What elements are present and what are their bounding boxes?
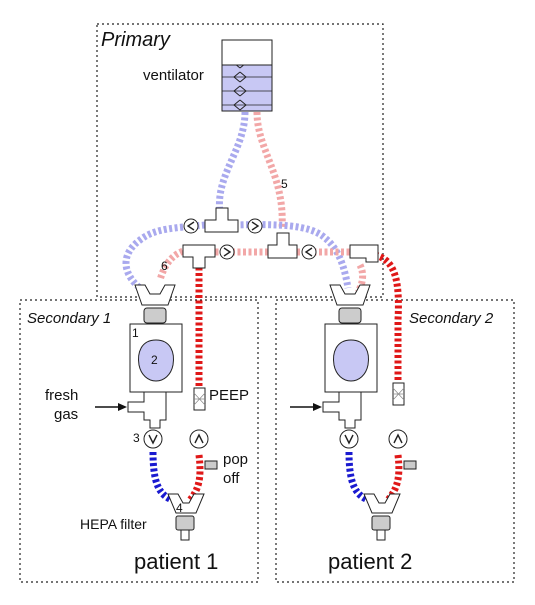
sec2-inspiratory-tube-lower [385, 454, 403, 503]
callout-1: 1 [132, 326, 139, 340]
check-valve-lower-right [301, 244, 317, 260]
upper-t-connector [204, 207, 239, 233]
center-t-connector [267, 232, 298, 259]
sec1-inspiratory-tube-lower [187, 454, 204, 503]
check-valve-upper-right [247, 218, 263, 234]
secondary-1-label: Secondary 1 [27, 310, 111, 327]
sec2-inspiratory-tube [373, 251, 402, 380]
secondary-2-components [290, 323, 417, 541]
pop-off-line-2: off [223, 470, 240, 487]
sec1-expiratory-valve [143, 429, 163, 449]
secondary-y-pieces [134, 284, 371, 324]
fresh-gas-line-2: gas [54, 406, 78, 423]
pop-off-line-1: pop [223, 451, 248, 468]
sec2-bag-connector [338, 307, 362, 324]
sec2-hepa-filter [371, 515, 391, 531]
patient-1-label: patient 1 [134, 549, 218, 574]
sec1-bag-connector [143, 307, 167, 324]
primary-tubing [122, 111, 367, 294]
hepa-filter-label: HEPA filter [80, 516, 147, 532]
peep-label: PEEP [209, 387, 249, 404]
secondary-1-components [95, 323, 218, 541]
check-valve-lower-left [219, 244, 235, 260]
primary-inspiratory-tube [253, 111, 286, 229]
patient-2-label: patient 2 [328, 549, 412, 574]
ventilator-label: ventilator [143, 67, 204, 84]
primary-connectors [182, 207, 379, 269]
ventilator [221, 39, 273, 112]
callout-4: 4 [176, 501, 183, 515]
fresh-gas-line-1: fresh [45, 387, 78, 404]
primary-expiratory-tube [215, 111, 249, 214]
lower-left-t-connector [182, 244, 216, 269]
sec1-y-piece [134, 284, 176, 306]
sec2-expiratory-tube [345, 451, 370, 504]
inspiratory-branch-right-down [354, 263, 367, 294]
sec1-hepa-filter [175, 515, 195, 531]
sec1-pop-off-valve [204, 460, 218, 470]
sec2-pop-off-valve [403, 460, 417, 470]
primary-region [96, 23, 384, 298]
callout-5: 5 [281, 177, 288, 191]
sec2-bag [333, 339, 369, 382]
sec1-patient-y [167, 493, 205, 514]
sec2-fresh-gas-connector [322, 391, 362, 429]
sec1-inspiratory-valve [189, 429, 209, 449]
check-valve-upper-left [183, 218, 199, 234]
sec2-expiratory-valve [339, 429, 359, 449]
sec2-y-piece [329, 284, 371, 306]
sec2-patient-y [363, 493, 401, 514]
expiratory-branch-left [122, 221, 206, 291]
secondary-2-label: Secondary 2 [409, 310, 494, 327]
sec2-inspiratory-valve [388, 429, 408, 449]
pop-off-label: pop off [223, 451, 252, 487]
inspiratory-branch-left [156, 246, 189, 282]
primary-label: Primary [101, 29, 171, 51]
primary-check-valves [183, 218, 317, 260]
right-elbow-connector [349, 244, 379, 263]
callout-6: 6 [161, 259, 168, 273]
sec1-bag [138, 339, 174, 382]
callout-3: 3 [133, 431, 140, 445]
sec1-expiratory-tube [149, 451, 174, 504]
callout-2: 2 [151, 353, 158, 367]
sec1-fresh-gas-connector [127, 391, 167, 429]
fresh-gas-label: fresh gas [45, 387, 83, 423]
